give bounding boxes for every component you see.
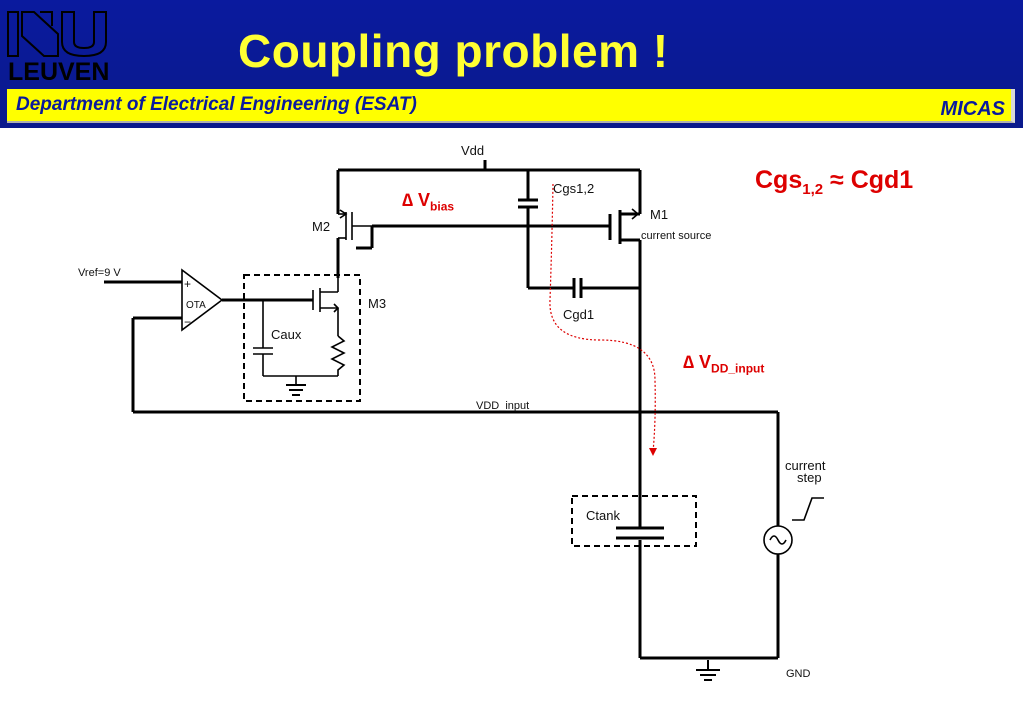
ctank-label: Ctank xyxy=(586,508,620,523)
ota-minus: − xyxy=(184,315,191,329)
vdd-label: Vdd xyxy=(461,143,484,158)
page-title: Coupling problem ! xyxy=(238,25,669,77)
coupling-path xyxy=(549,183,657,456)
thin-wires xyxy=(181,208,824,555)
cgd1-label: Cgd1 xyxy=(563,307,594,322)
gnd-label: GND xyxy=(786,668,811,680)
ku-leuven-logo xyxy=(7,11,107,58)
logo-text: LEUVEN xyxy=(8,58,110,86)
group-label: MICAS xyxy=(940,98,1005,120)
vref-label: Vref=9 V xyxy=(78,267,121,279)
current-step-label-2: step xyxy=(797,470,822,485)
delta-vbias-annotation: ∆ Vbias xyxy=(402,190,455,214)
thick-wires xyxy=(104,160,780,660)
delta-vdd-input-annotation: ∆ VDD_input xyxy=(683,352,765,376)
current-step-label-1: current xyxy=(785,458,826,473)
department-band xyxy=(7,89,1015,123)
caux-label: Caux xyxy=(271,327,302,342)
ota-plus: + xyxy=(184,277,191,291)
ota-label: OTA xyxy=(186,300,206,311)
cgs12-label: Cgs1,2 xyxy=(553,181,594,196)
m2-label: M2 xyxy=(312,219,330,234)
caux-dashed-box xyxy=(243,274,361,402)
current-source-label: current source xyxy=(641,230,711,242)
m1-label: M1 xyxy=(650,207,668,222)
department-label: Department of Electrical Engineering (ES… xyxy=(16,94,417,115)
m3-label: M3 xyxy=(368,296,386,311)
ctank-dashed-box xyxy=(571,495,697,547)
vdd-input-label: VDD_input xyxy=(476,400,529,412)
cgs-approx-cgd-annotation: Cgs1,2 ≈ Cgd1 xyxy=(755,166,914,198)
ground-symbols xyxy=(286,384,720,681)
